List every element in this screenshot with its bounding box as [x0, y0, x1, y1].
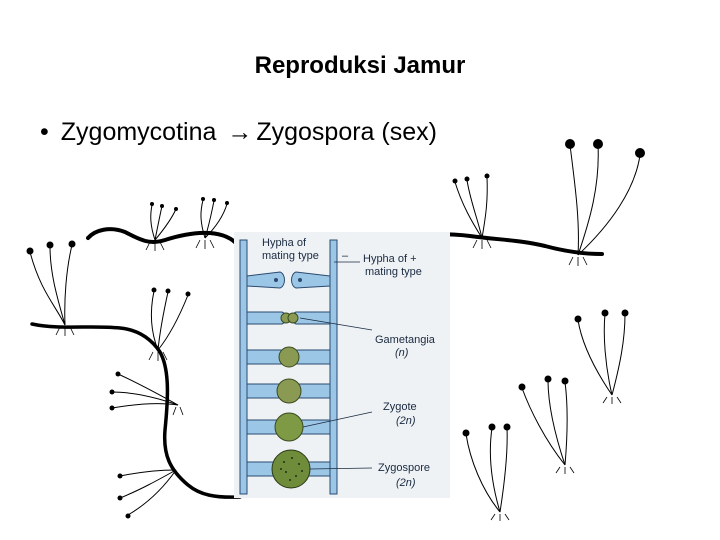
- label-minus-sign: –: [342, 250, 349, 262]
- right-hypha: [329, 239, 338, 495]
- label-hypha-plus-1: Hypha of +: [363, 253, 417, 265]
- stage-zygote-2: [246, 412, 331, 442]
- stage-gametangia: [246, 311, 331, 325]
- bullet-item: • Zygomycotina →Zygospora (sex): [40, 118, 437, 147]
- stage-zygote-1: [246, 378, 331, 404]
- label-hypha-minus-1: Hypha of: [262, 237, 307, 249]
- right-arrow-icon: →: [227, 118, 253, 146]
- slide-title: Reproduksi Jamur: [254, 52, 466, 79]
- left-hypha: [239, 239, 248, 495]
- mating-diagram: Hypha of mating type – Hypha of + mating…: [234, 232, 450, 498]
- label-hypha-plus-2: mating type: [365, 266, 422, 278]
- label-zygospore-ploidy: (2n): [396, 477, 416, 489]
- stage-approach: [246, 271, 331, 289]
- label-zygospore: Zygospore: [378, 462, 430, 474]
- label-zygote: Zygote: [383, 401, 417, 413]
- label-gametangia: Gametangia: [375, 334, 436, 346]
- left-mycelium: [30, 227, 247, 499]
- bullet-marker: •: [40, 118, 49, 146]
- label-hypha-minus-2: mating type: [262, 250, 319, 262]
- label-zygote-ploidy: (2n): [396, 415, 416, 427]
- rhizoids: [55, 239, 622, 521]
- stage-fusion: [246, 346, 331, 368]
- sporangia: [26, 139, 645, 519]
- bullet-right-text: Zygospora (sex): [256, 118, 437, 146]
- sporangiophores: [29, 144, 641, 516]
- stage-zygospore: [246, 449, 331, 489]
- label-gametangia-ploidy: (n): [395, 347, 409, 359]
- bullet-left-text: Zygomycotina: [60, 118, 217, 146]
